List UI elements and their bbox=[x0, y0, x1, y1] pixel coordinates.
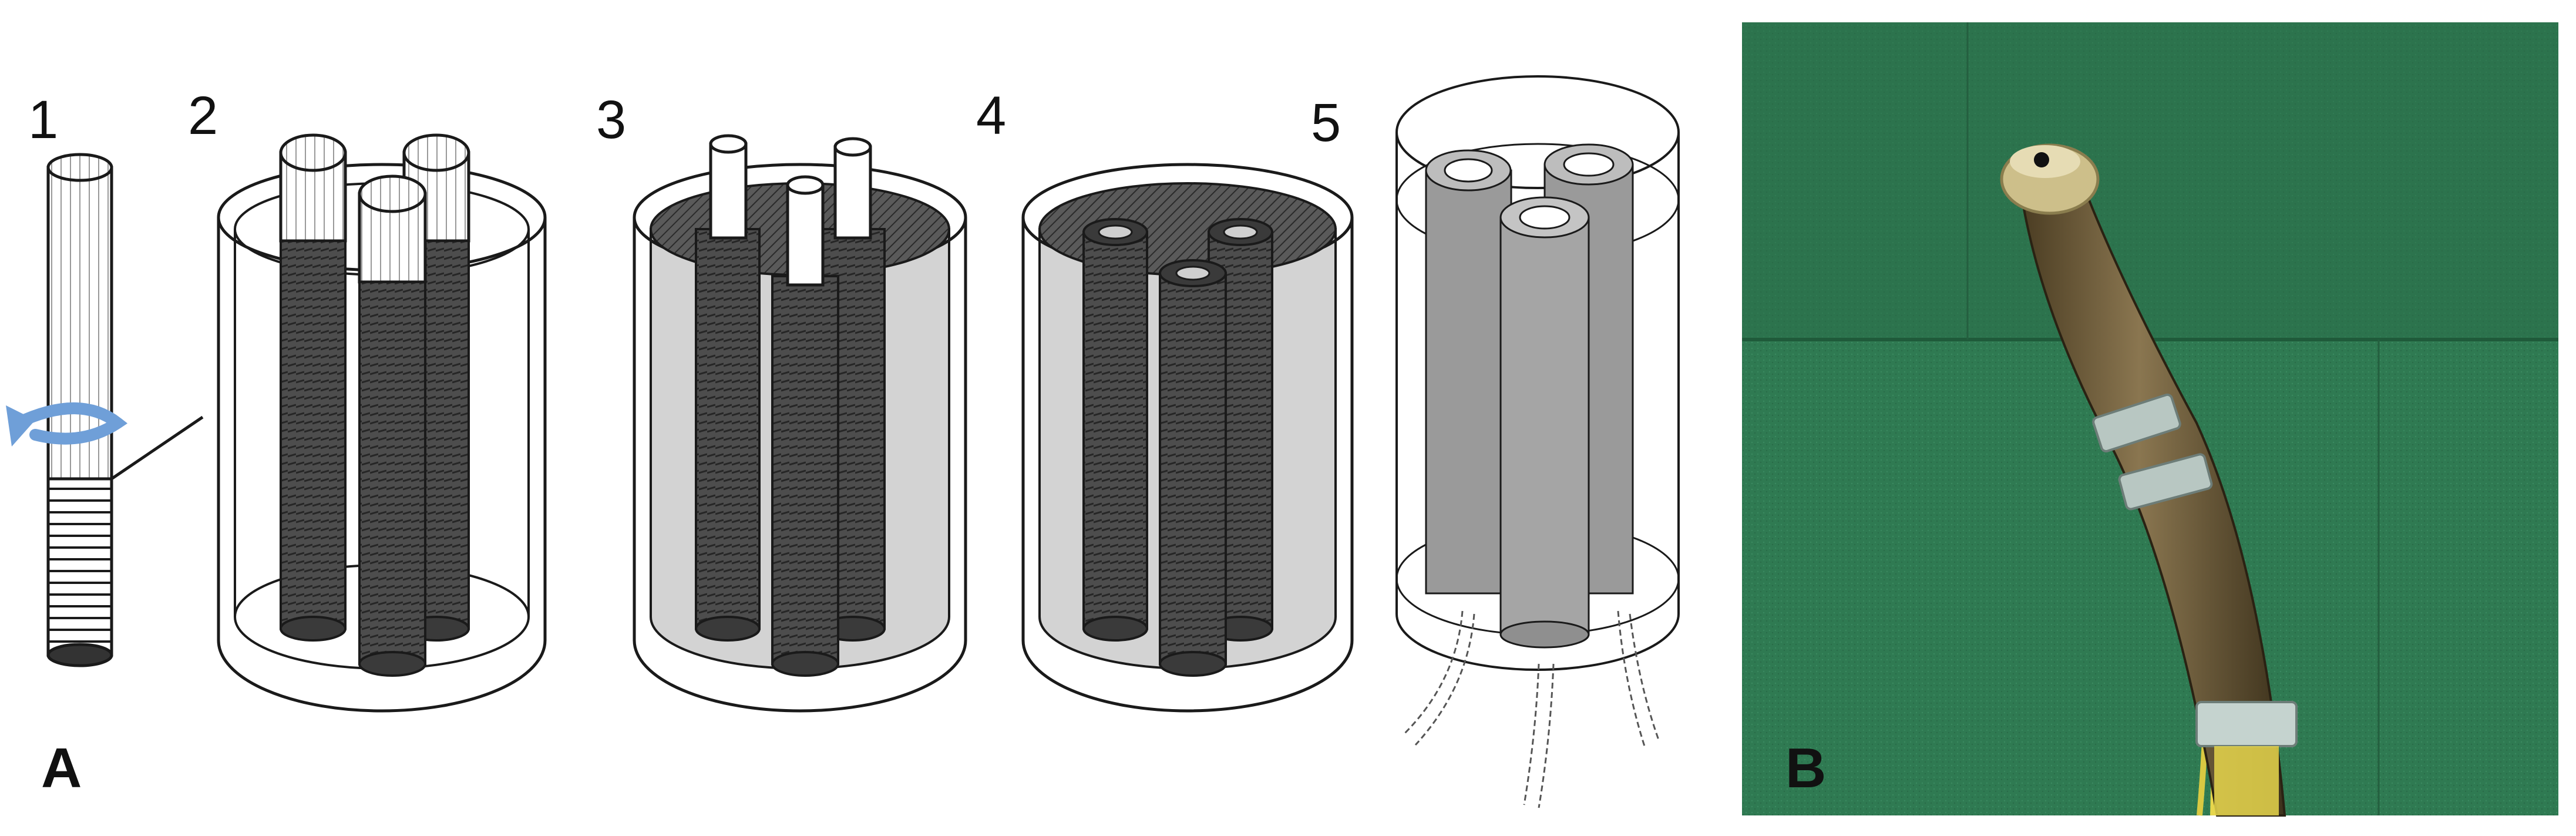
chamber bbox=[1425, 149, 1512, 595]
step-1-label: 1 bbox=[28, 90, 58, 150]
step-3-pour: 3 bbox=[596, 90, 967, 713]
step-2-mold: 2 bbox=[188, 86, 547, 713]
curved-arrow-icon bbox=[6, 402, 128, 446]
soft-robot bbox=[2000, 143, 2298, 817]
chamber bbox=[1499, 196, 1590, 649]
wire-line bbox=[110, 415, 204, 481]
panel-a-label: A bbox=[41, 737, 82, 800]
photo-panel: B bbox=[1742, 22, 2558, 817]
panel-b-label: B bbox=[1785, 737, 1826, 800]
wound-rod bbox=[695, 134, 761, 642]
step-5-actuator: 5 bbox=[1311, 75, 1680, 808]
step-3-label: 3 bbox=[596, 90, 626, 150]
step-4-label: 4 bbox=[976, 86, 1006, 146]
step-5-label: 5 bbox=[1311, 93, 1341, 153]
hollow-channel bbox=[1082, 218, 1148, 642]
wound-rod bbox=[771, 175, 839, 677]
hollow-channel bbox=[1159, 259, 1227, 677]
coil-winding bbox=[46, 477, 113, 667]
robot-tip-hole bbox=[2034, 152, 2049, 167]
wound-rod bbox=[358, 174, 427, 677]
step-1-rod: 1 bbox=[6, 90, 204, 667]
air-tube bbox=[1403, 610, 1660, 808]
step-4-cured: 4 bbox=[976, 86, 1354, 713]
step-2-label: 2 bbox=[188, 86, 218, 146]
wound-rod bbox=[279, 133, 347, 642]
